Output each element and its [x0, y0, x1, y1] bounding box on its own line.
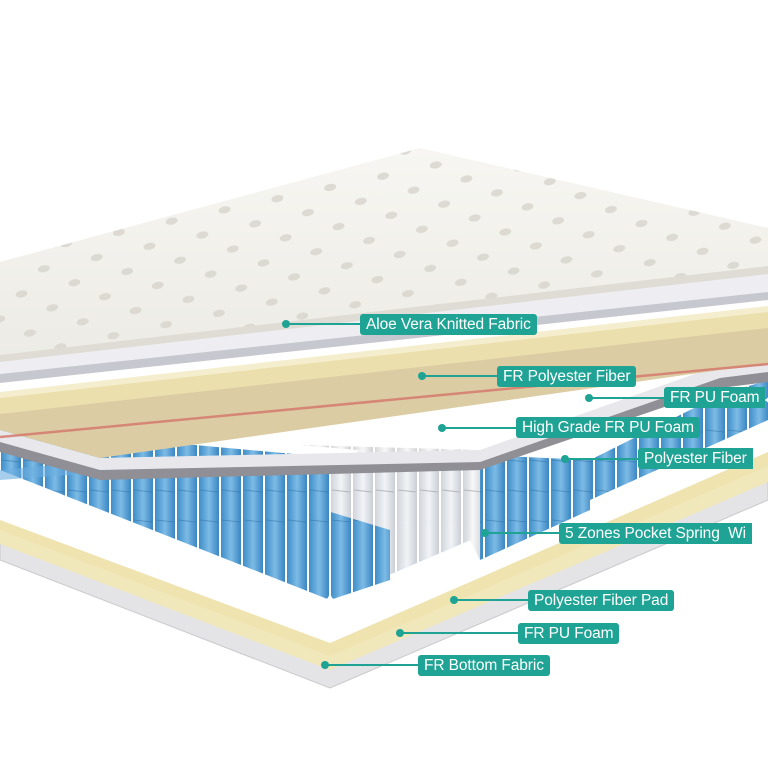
layer-label-polyester-fiber: Polyester Fiber: [638, 448, 753, 469]
layer-label-5-zones-pocket-spring: 5 Zones Pocket Spring Wi: [559, 523, 752, 544]
callout-leader: [565, 458, 639, 460]
layer-label-fr-bottom-fabric: FR Bottom Fabric: [418, 655, 550, 676]
callout-leader: [422, 375, 498, 377]
layer-label-polyester-fiber-pad: Polyester Fiber Pad: [528, 590, 675, 611]
layer-label-fr-pu-foam-bottom: FR PU Foam: [518, 623, 620, 644]
callout-leader: [400, 632, 520, 634]
layer-label-fr-polyester-fiber: FR Polyester Fiber: [497, 366, 637, 387]
callout-leader: [454, 599, 530, 601]
layer-label-high-grade-fr-pu-foam: High Grade FR PU Foam: [516, 417, 700, 438]
callout-leader: [286, 323, 362, 325]
layer-label-aloe-vera-knitted-fabric: Aloe Vera Knitted Fabric: [360, 314, 537, 335]
callout-leader: [325, 664, 419, 666]
callout-leader: [485, 532, 561, 534]
callout-leader: [589, 397, 665, 399]
callout-leader: [442, 427, 518, 429]
layer-label-fr-pu-foam-top: FR PU Foam: [664, 387, 766, 408]
